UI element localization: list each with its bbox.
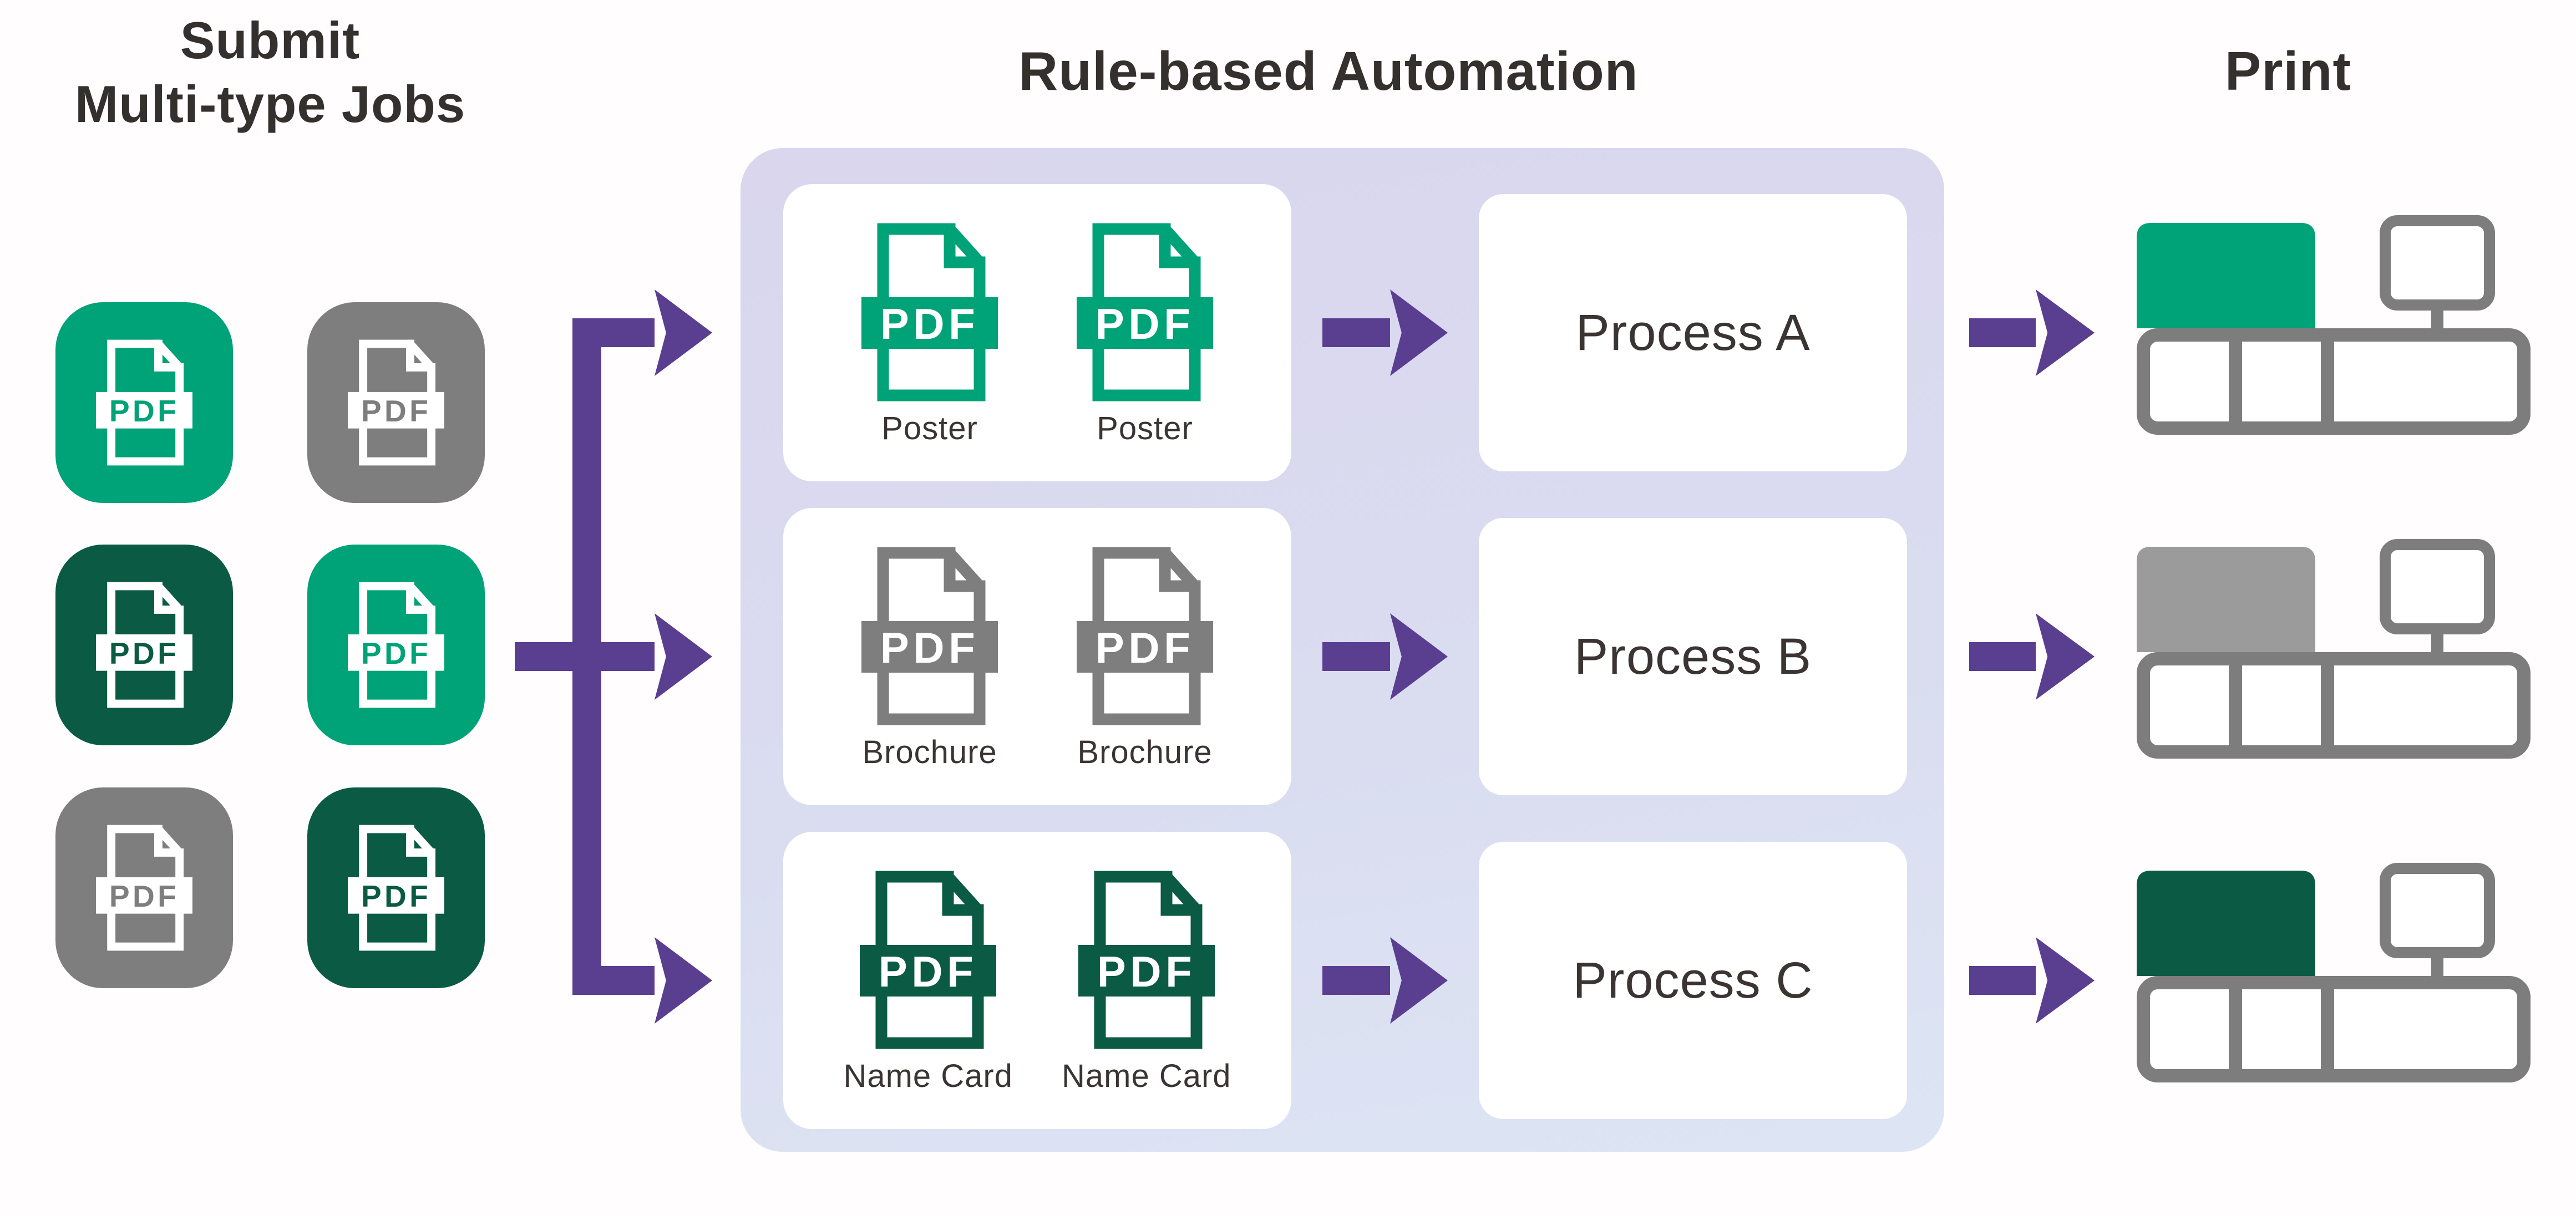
svg-text:PDF: PDF <box>109 879 179 913</box>
arrowhead-top <box>655 289 712 376</box>
submit-title-line1: Submit <box>180 11 361 69</box>
pdf-file-icon: PDF <box>861 547 998 725</box>
pdf-file-icon: PDF <box>1077 223 1213 401</box>
printer-icon-green <box>2137 215 2531 435</box>
process-to-printer-arrowhead-2 <box>2036 613 2095 700</box>
pdf-file-icon: PDF <box>860 871 997 1049</box>
process-box-c: Process C <box>1479 842 1907 1119</box>
job-card-poster: PDF Poster PDF Poster <box>783 184 1291 481</box>
submit-pdf-tile-darkgreen: PDF <box>55 545 233 745</box>
arrow-trunk <box>572 318 601 995</box>
svg-text:PDF: PDF <box>109 636 179 670</box>
process-to-printer-arrow-1 <box>1969 318 2036 347</box>
svg-text:PDF: PDF <box>1096 299 1195 348</box>
card-to-process-arrow-2 <box>1322 642 1390 671</box>
svg-text:PDF: PDF <box>361 879 431 913</box>
submit-pdf-tile-gray: PDF <box>55 787 233 988</box>
arrow-branch-top <box>572 318 655 347</box>
printer-monitor <box>2380 863 2495 958</box>
pdf-file-icon: PDF <box>348 825 444 951</box>
pdf-file-icon: PDF <box>348 582 444 708</box>
arrowhead-bottom <box>655 937 712 1024</box>
svg-text:PDF: PDF <box>1096 623 1195 672</box>
svg-text:PDF: PDF <box>880 299 980 348</box>
file-type-label: Name Card <box>843 1058 1013 1094</box>
submit-title: Submit Multi-type Jobs <box>21 9 520 136</box>
file-type-label: Brochure <box>1077 734 1213 770</box>
file-type-label: Brochure <box>862 734 997 770</box>
printer-output-block <box>2137 871 2315 976</box>
job-card-namecard: PDF Name Card PDF Name Card <box>783 832 1291 1129</box>
process-label: Process C <box>1573 952 1813 1009</box>
process-label: Process A <box>1575 304 1811 361</box>
svg-text:PDF: PDF <box>879 947 978 996</box>
card-to-process-arrow-1 <box>1322 318 1390 347</box>
svg-text:PDF: PDF <box>880 623 980 672</box>
file-type-label: Poster <box>881 410 978 446</box>
printer-monitor <box>2380 215 2495 311</box>
submit-pdf-tile-green: PDF <box>55 302 233 503</box>
printer-icon-darkgreen <box>2137 863 2531 1082</box>
printer-icon-gray <box>2137 539 2531 759</box>
svg-text:PDF: PDF <box>109 394 179 428</box>
submit-pdf-tile-gray: PDF <box>307 302 485 503</box>
process-to-printer-arrowhead-3 <box>2036 937 2095 1024</box>
job-file: PDF Poster <box>1062 219 1228 447</box>
pdf-file-icon: PDF <box>96 339 192 466</box>
print-title: Print <box>2224 40 2352 101</box>
process-to-printer-arrow-3 <box>1969 966 2036 995</box>
process-to-printer-arrowhead-1 <box>2036 289 2095 376</box>
pdf-file-icon: PDF <box>861 223 998 401</box>
submit-pdf-tile-green: PDF <box>307 545 485 745</box>
pdf-file-icon: PDF <box>1078 871 1215 1049</box>
printer-output-block <box>2137 223 2315 328</box>
submit-title-line2: Multi-type Jobs <box>74 74 466 133</box>
job-card-brochure: PDF Brochure PDF Brochure <box>783 508 1291 805</box>
pdf-file-icon: PDF <box>348 339 444 466</box>
job-file: PDF Name Card <box>843 867 1013 1095</box>
submit-pdf-tile-darkgreen: PDF <box>307 787 485 988</box>
svg-text:PDF: PDF <box>361 636 431 670</box>
card-to-process-arrow-3 <box>1322 966 1390 995</box>
arrow-branch-bottom <box>572 966 655 995</box>
job-file: PDF Brochure <box>846 543 1013 771</box>
pdf-file-icon: PDF <box>96 825 192 951</box>
pdf-file-icon: PDF <box>96 582 192 708</box>
file-type-label: Name Card <box>1062 1058 1231 1094</box>
svg-text:PDF: PDF <box>361 394 431 428</box>
process-label: Process B <box>1574 628 1812 685</box>
automation-title: Rule-based Automation <box>1018 40 1639 101</box>
job-file: PDF Brochure <box>1062 543 1228 771</box>
pdf-file-icon: PDF <box>1077 547 1213 725</box>
process-box-a: Process A <box>1479 194 1907 471</box>
process-to-printer-arrow-2 <box>1969 642 2036 671</box>
printer-monitor <box>2380 539 2495 634</box>
svg-text:PDF: PDF <box>1097 947 1196 996</box>
job-file: PDF Poster <box>846 219 1013 447</box>
process-box-b: Process B <box>1479 518 1907 795</box>
arrowhead-middle <box>655 613 712 700</box>
job-file: PDF Name Card <box>1062 867 1231 1095</box>
file-type-label: Poster <box>1097 410 1193 446</box>
printer-output-block <box>2137 547 2315 652</box>
